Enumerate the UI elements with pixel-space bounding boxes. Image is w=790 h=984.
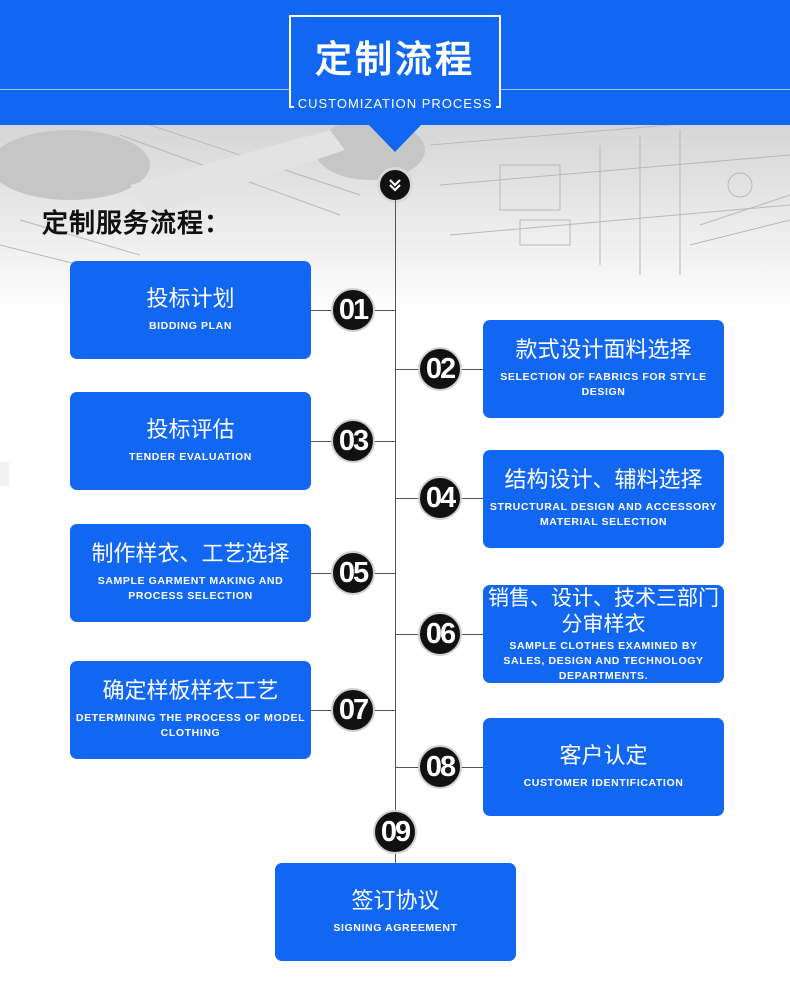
step-card-05: 制作样衣、工艺选择 SAMPLE GARMENT MAKING AND PROC… [70, 524, 311, 622]
step-card-06: 销售、设计、技术三部门分审样衣 SAMPLE CLOTHES EXAMINED … [483, 585, 724, 683]
process-subtitle: 定制服务流程： [42, 209, 232, 239]
step-title: 款式设计面料选择 [515, 338, 692, 363]
step-card-04: 结构设计、辅料选择 STRUCTURAL DESIGN AND ACCESSOR… [483, 450, 724, 548]
step-number-badge: 06 [418, 612, 462, 656]
step-title: 投标评估 [146, 417, 235, 443]
step-number-badge: 04 [418, 476, 462, 520]
edge-decoration [0, 462, 9, 486]
header-banner: 定制流程 CUSTOMIZATION PROCESS [0, 0, 790, 125]
step-subtitle: SIGNING AGREEMENT [333, 921, 458, 934]
step-subtitle: SAMPLE CLOTHES EXAMINED BY SALES, DESIGN… [503, 639, 704, 682]
step-number-badge: 07 [331, 688, 375, 732]
title-frame: 定制流程 CUSTOMIZATION PROCESS [289, 15, 501, 111]
header-down-arrow [368, 124, 422, 152]
step-number-badge: 05 [331, 551, 375, 595]
step-title: 投标计划 [146, 286, 235, 312]
step-card-03: 投标评估 TENDER EVALUATION [70, 392, 311, 490]
step-subtitle: DETERMINING THE PROCESS OF MODEL CLOTHIN… [75, 712, 306, 739]
step-number-badge: 01 [331, 288, 375, 332]
step-card-08: 客户认定 CUSTOMER IDENTIFICATION [483, 718, 724, 816]
step-subtitle: STRUCTURAL DESIGN AND ACCESSORY MATERIAL… [489, 501, 718, 528]
step-number-badge: 08 [418, 745, 462, 789]
step-subtitle: CUSTOMER IDENTIFICATION [523, 776, 684, 789]
step-card-09: 签订协议 SIGNING AGREEMENT [275, 863, 516, 961]
step-title: 制作样衣、工艺选择 [91, 542, 290, 567]
step-title: 结构设计、辅料选择 [504, 468, 703, 493]
step-card-02: 款式设计面料选择 SELECTION OF FABRICS FOR STYLE … [483, 320, 724, 418]
step-title: 签订协议 [351, 888, 440, 914]
step-title: 确定样板样衣工艺 [102, 679, 279, 704]
step-number-badge: 09 [373, 810, 417, 854]
step-subtitle: TENDER EVALUATION [129, 450, 252, 463]
step-subtitle: SAMPLE GARMENT MAKING AND PROCESS SELECT… [97, 575, 284, 602]
step-subtitle: SELECTION OF FABRICS FOR STYLE DESIGN [500, 371, 707, 398]
chevron-down-icon [377, 167, 413, 203]
page-title: 定制流程 [315, 38, 475, 81]
step-title: 客户认定 [559, 743, 648, 769]
step-number-badge: 03 [331, 419, 375, 463]
step-card-07: 确定样板样衣工艺 DETERMINING THE PROCESS OF MODE… [70, 661, 311, 759]
step-card-01: 投标计划 BIDDING PLAN [70, 261, 311, 359]
step-number-badge: 02 [418, 347, 462, 391]
timeline-line [395, 200, 396, 863]
step-subtitle: BIDDING PLAN [148, 319, 233, 332]
step-title: 销售、设计、技术三部门分审样衣 [488, 585, 719, 636]
page-title-english: CUSTOMIZATION PROCESS [293, 96, 497, 111]
